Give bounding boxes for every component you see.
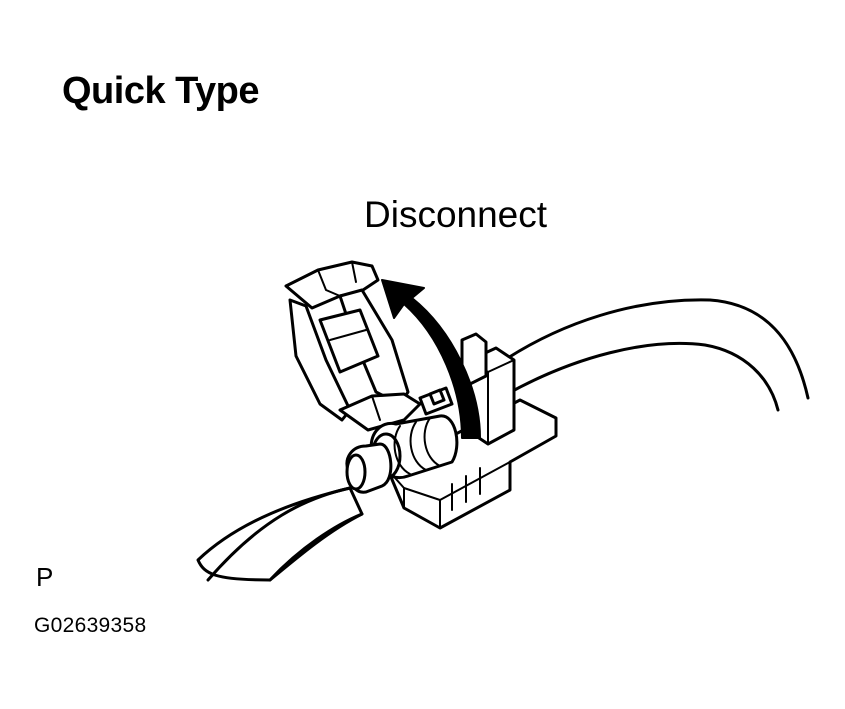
disconnect-label: Disconnect [364, 194, 548, 235]
diagram-title: Quick Type [62, 70, 260, 112]
figure-id: G02639358 [34, 614, 147, 637]
curved-arrow-icon [381, 279, 481, 439]
pipe-fitting [345, 386, 459, 494]
retainer-clip [284, 260, 422, 432]
code-letter: P [36, 562, 54, 592]
fuel-pipe [196, 486, 364, 582]
fuel-hose [488, 298, 810, 412]
